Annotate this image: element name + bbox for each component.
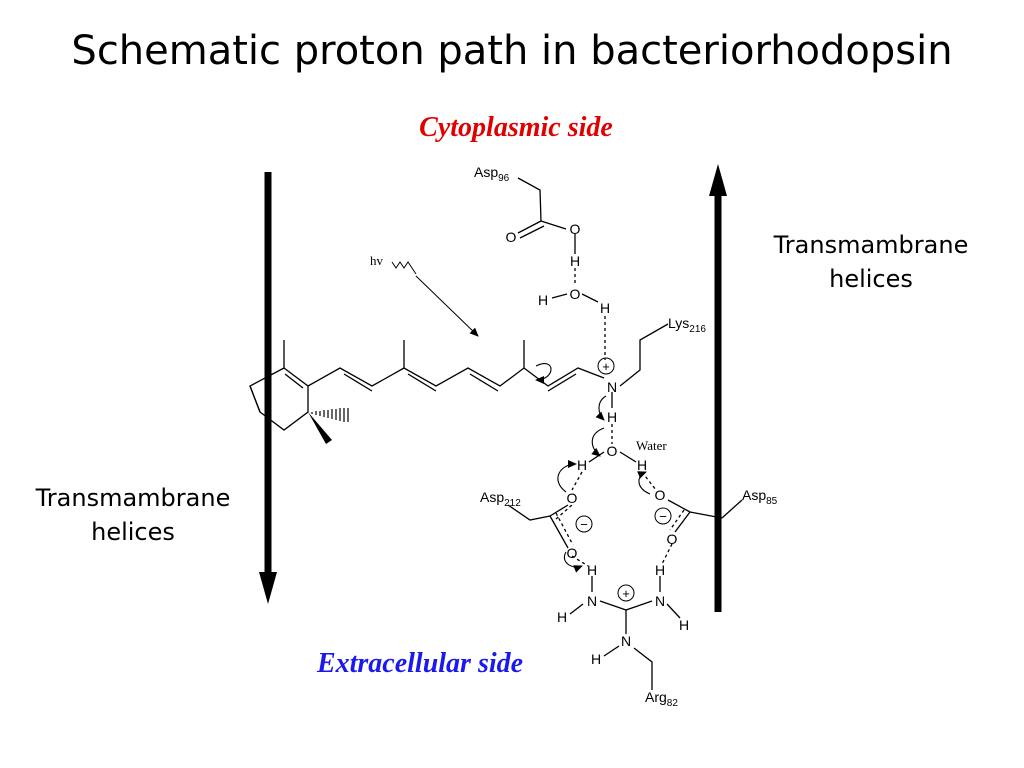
residue-asp85: Asp85 — [742, 487, 778, 507]
atom-h-water-left: H — [577, 457, 587, 473]
helices-label-left-line1: Transmambrane — [35, 484, 231, 512]
residue-asp96: Asp96 — [474, 164, 510, 184]
cytoplasmic-side-label: Cytoplasmic side — [419, 112, 613, 143]
atom-n-arg-bottom: N — [621, 633, 631, 649]
plus-charge-schiff-base: + — [602, 359, 610, 374]
helices-label-right-line2: helices — [829, 265, 913, 293]
atom-o-asp96-carbonyl: O — [506, 229, 517, 245]
curved-arrows — [535, 363, 651, 573]
atom-h-water-right: H — [637, 457, 647, 473]
helices-label-left-line2: helices — [91, 518, 175, 546]
minus-charge-asp85: − — [659, 509, 667, 524]
helix-arrow-left — [259, 172, 277, 604]
extracellular-side-label: Extracellular side — [316, 648, 524, 679]
atom-o-asp85-top: O — [655, 487, 666, 503]
atom-o-asp85-bottom: O — [667, 531, 678, 547]
photon-arrow — [391, 261, 479, 337]
charge-circles — [575, 357, 672, 602]
stereo-bonds — [308, 408, 349, 444]
atom-o-water-top: O — [570, 286, 581, 302]
photon-label: hv — [370, 253, 384, 268]
helices-label-left: Transmambrane helices — [18, 481, 248, 549]
atom-o-water: O — [607, 443, 618, 459]
helix-arrow-right — [709, 164, 727, 612]
atom-h-arg-left-bottom: H — [557, 609, 567, 625]
atom-n-schiff-base: N — [607, 379, 617, 395]
atom-h-schiff-base: H — [607, 409, 617, 425]
atom-o-asp96-hydroxyl: O — [570, 221, 581, 237]
residue-lys216: Lys216 — [668, 315, 706, 335]
atom-h-arg-left-top: H — [587, 562, 597, 578]
atom-h-arg-right-bottom: H — [679, 617, 689, 633]
residue-asp212: Asp212 — [480, 489, 521, 509]
plus-charge-arg82: + — [622, 586, 630, 601]
atom-h-arg-bottom: H — [591, 651, 601, 667]
residue-arg82: Arg82 — [645, 689, 678, 709]
helices-label-right: Transmambrane helices — [756, 228, 986, 296]
atom-o-asp212-top: O — [567, 490, 578, 506]
atom-o-asp212-bottom: O — [567, 545, 578, 561]
helices-label-right-line1: Transmambrane — [773, 231, 969, 259]
water-label: Water — [636, 438, 667, 453]
atom-h-arg-right-top: H — [655, 562, 665, 578]
atom-labels: O O H O H H N H O H H O O O O H H N N H … — [506, 221, 690, 667]
residue-labels: Asp96 Lys216 Asp212 Asp85 Arg82 — [474, 164, 778, 709]
bond-skeleton — [249, 177, 743, 690]
atom-h-water-top-right: H — [600, 300, 610, 316]
atom-n-arg-right: N — [655, 593, 665, 609]
atom-h-asp96: H — [570, 253, 580, 269]
minus-charge-asp212: − — [580, 517, 588, 532]
atom-n-arg-left: N — [587, 593, 597, 609]
atom-h-water-top-left: H — [538, 292, 548, 308]
charge-signs: + − − + — [580, 359, 667, 601]
slide-title: Schematic proton path in bacteriorhodops… — [71, 28, 953, 74]
misc-labels: hv Water — [370, 253, 667, 453]
hydrogen-bonds — [571, 268, 673, 567]
